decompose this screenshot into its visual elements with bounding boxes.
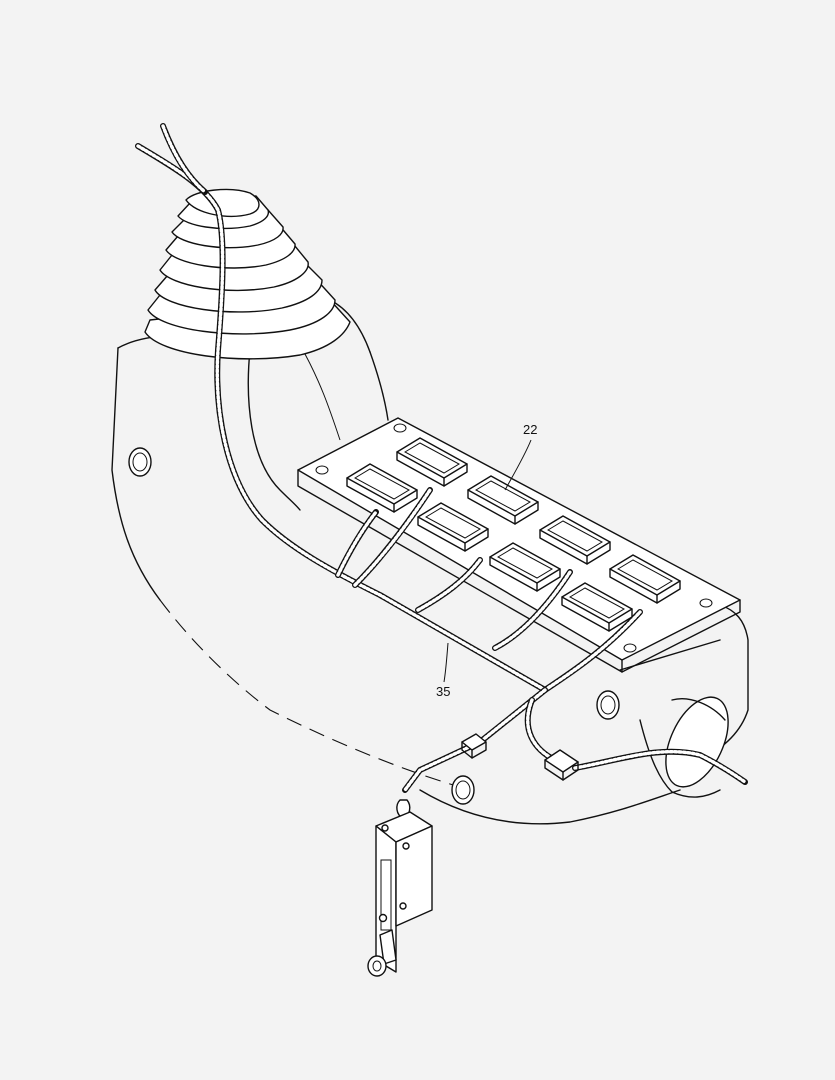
connector-upper bbox=[461, 733, 487, 759]
rocker-switch-5 bbox=[489, 542, 561, 592]
limit-switch bbox=[367, 799, 433, 977]
mounting-hole-lower bbox=[451, 775, 475, 805]
rubber-boot bbox=[144, 188, 351, 360]
mounting-hole-front bbox=[596, 690, 620, 720]
rocker-switch-1 bbox=[346, 463, 418, 513]
mounting-hole-left bbox=[128, 447, 152, 477]
rocker-switch-4 bbox=[467, 475, 539, 525]
reference-22: 22 bbox=[504, 422, 537, 491]
ref-22-label: 22 bbox=[523, 422, 537, 437]
wiring-harness bbox=[135, 123, 748, 793]
rocker-switch-8 bbox=[609, 554, 681, 604]
reference-35: 35 bbox=[436, 642, 450, 699]
ref-35-label: 35 bbox=[436, 684, 450, 699]
rocker-switch-6 bbox=[539, 515, 611, 565]
rocker-switch-2 bbox=[396, 437, 468, 487]
rocker-switch-7 bbox=[561, 582, 633, 632]
rocker-switch-3 bbox=[417, 502, 489, 552]
connector-lower bbox=[544, 749, 579, 781]
